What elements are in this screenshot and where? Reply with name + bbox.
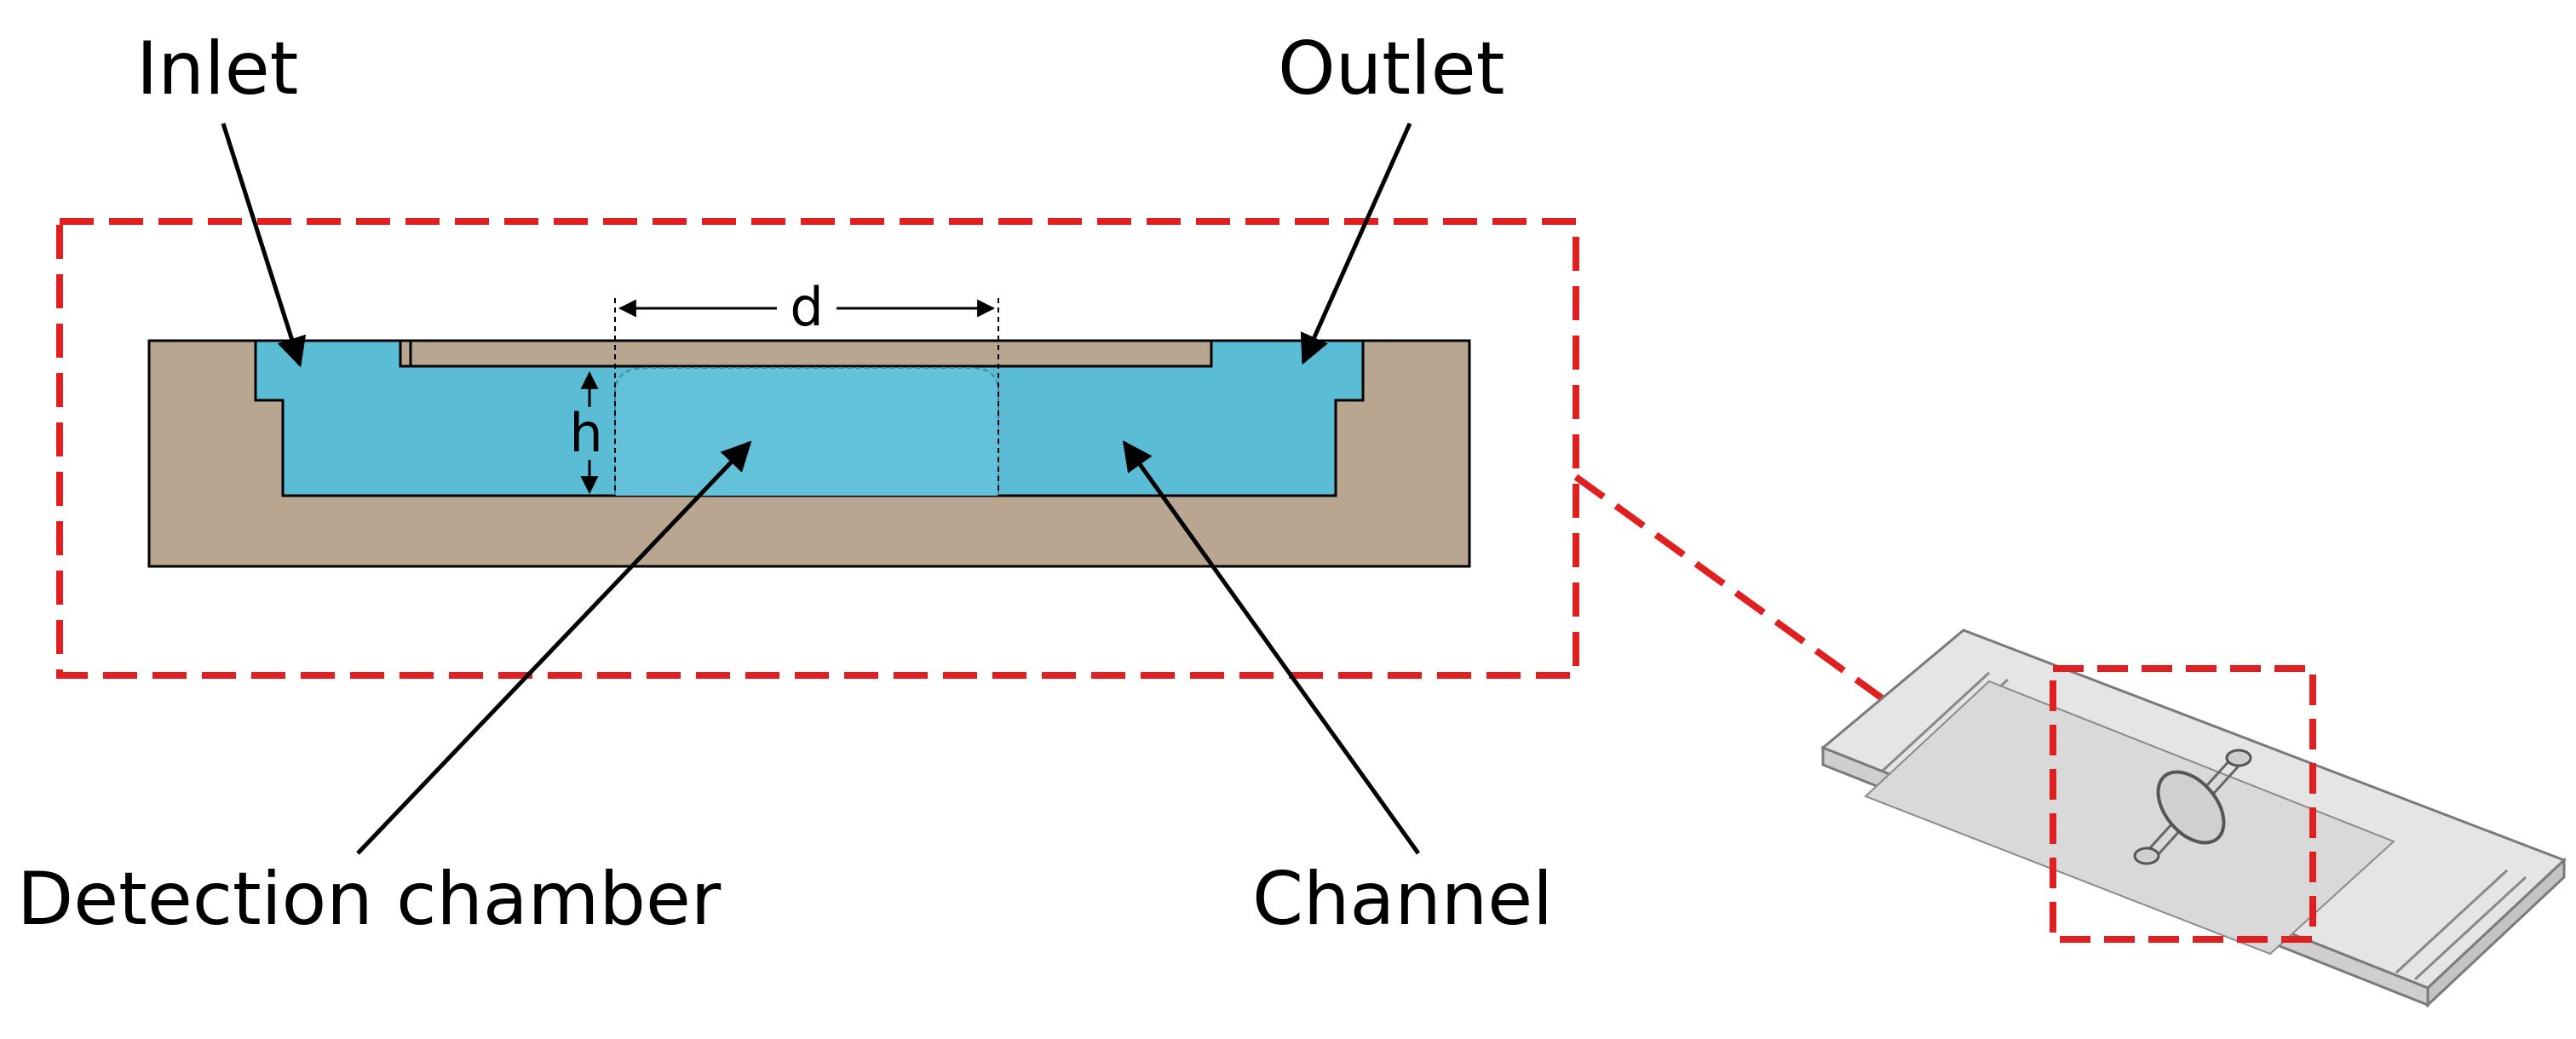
detection-chamber-label: Detection chamber [17,857,722,942]
channel-label: Channel [1252,857,1553,942]
dimension-h-label-bg [566,407,610,460]
dimension-d-label: d [790,276,823,338]
detection-chamber-region [614,367,999,496]
outlet-arrow [1300,122,1412,365]
dimension-d-label-bg [777,281,837,332]
cross-section-highlight-box [56,218,1579,679]
cover-plate [409,339,1213,368]
detection-chamber-arrow [356,440,752,855]
chip-3d-illustration [1820,629,2567,1008]
outlet-label: Outlet [1278,26,1504,112]
inlet-arrow [221,123,307,368]
inlet-label: Inlet [136,26,298,112]
channel-arrow [1122,440,1421,855]
dimension-h-label: h [569,402,602,464]
